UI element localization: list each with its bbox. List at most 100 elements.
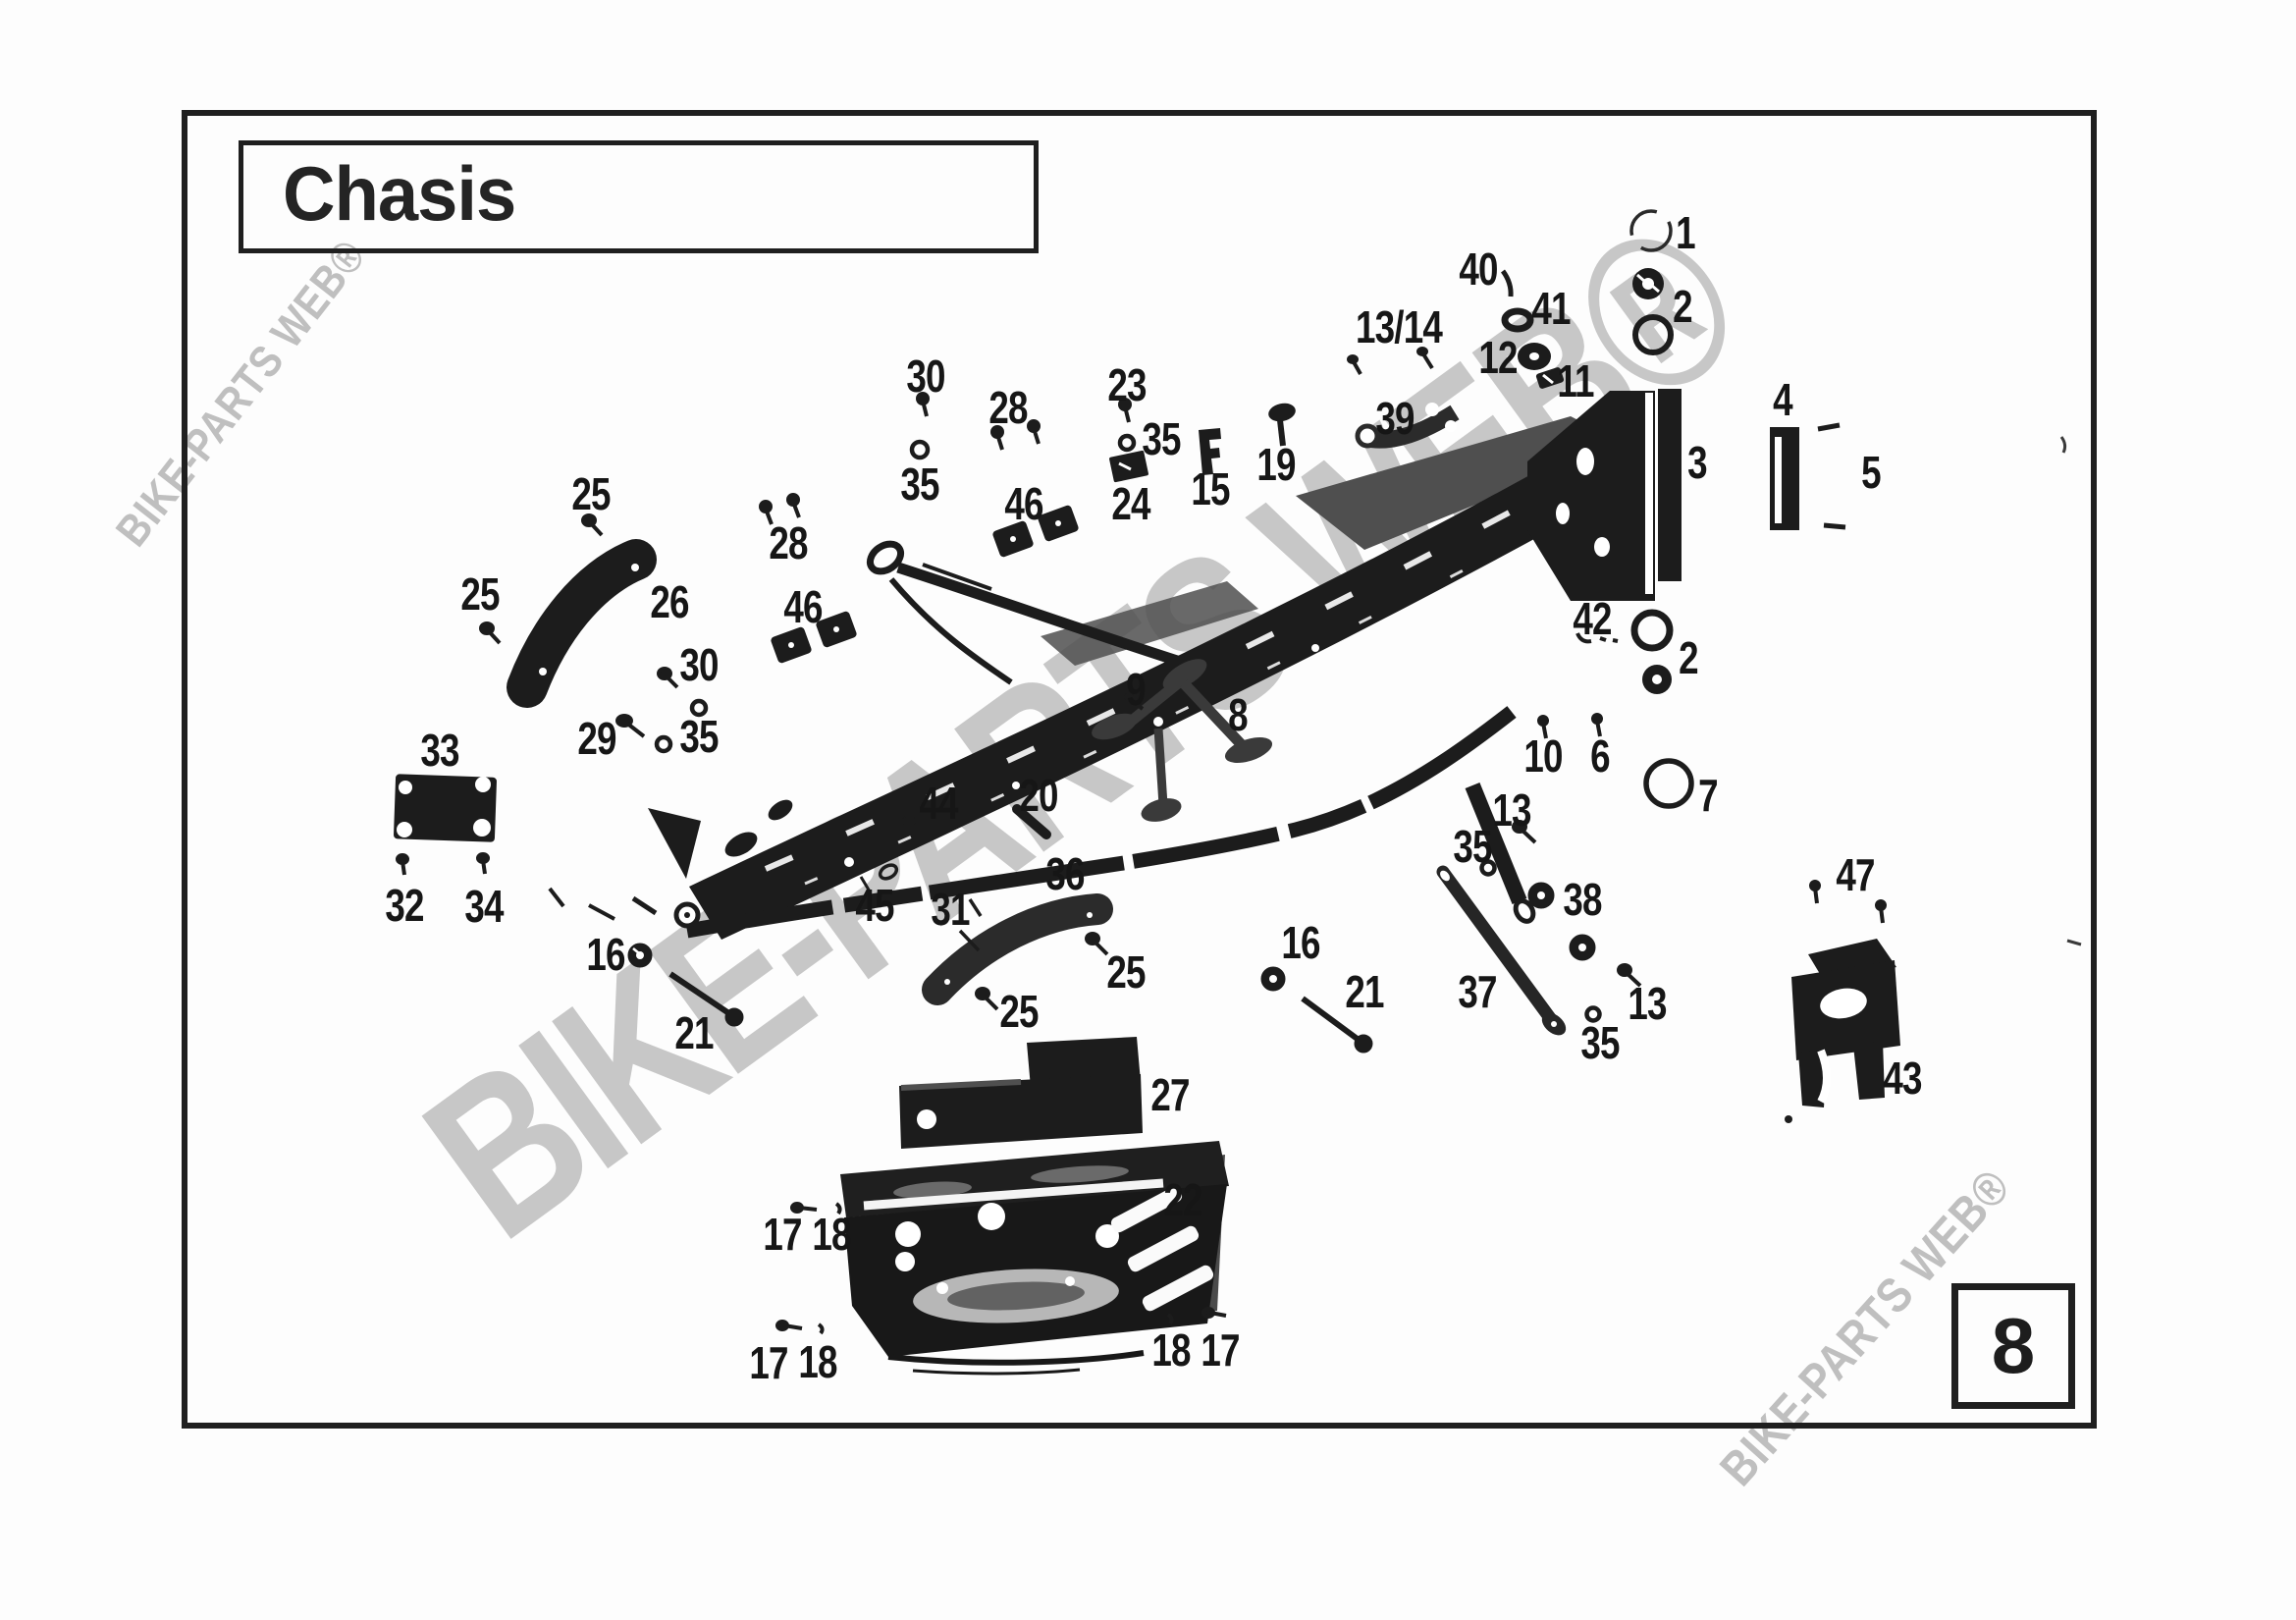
- part-label-44-33: 44: [919, 778, 958, 829]
- part-33-plate: [394, 774, 497, 842]
- oring-35: [1117, 433, 1137, 453]
- part-label-17-61: 17: [749, 1337, 788, 1388]
- frame-headstock: [1527, 391, 1655, 601]
- part-label-36-37: 36: [1045, 848, 1085, 899]
- part-2-bearing-lower: [1642, 665, 1672, 694]
- part-36-strut: [922, 893, 1113, 1005]
- part-20-pin: [1012, 804, 1051, 839]
- seat-rail-eyelet: [866, 540, 905, 575]
- part-19-bolt: [1268, 403, 1296, 447]
- part-3-steering-stem: [1658, 389, 1682, 581]
- part-46-pads: [771, 505, 1079, 664]
- part-2-bearing-race: [1632, 314, 1674, 355]
- part-label-13-54: 13: [1628, 978, 1667, 1029]
- part-40-pin: [1500, 269, 1514, 297]
- part-label-25-20: 25: [571, 468, 611, 519]
- part-label-30-11: 30: [906, 351, 945, 402]
- seat-rail-brace: [888, 577, 1013, 685]
- part-12-nut: [1518, 343, 1551, 370]
- part-43-clamp: [1785, 939, 1900, 1123]
- part-label-46-19: 46: [1004, 478, 1043, 529]
- page-title: Chasis: [283, 149, 516, 237]
- oring-35: [909, 439, 931, 460]
- part-8-bracket: [1092, 659, 1273, 822]
- part-label-1-0: 1: [1676, 207, 1695, 258]
- frame-downtube-stub: [1465, 782, 1527, 905]
- part-16-nut: [1260, 966, 1286, 992]
- part-label-37-53: 37: [1458, 966, 1497, 1017]
- part-label-25-38: 25: [1106, 946, 1146, 998]
- title-box: Chasis: [239, 140, 1039, 253]
- part-label-26-21: 26: [650, 576, 689, 627]
- part-21-bolt: [1301, 996, 1373, 1053]
- part-label-7-49: 7: [1698, 770, 1718, 821]
- part-label-16-40: 16: [586, 929, 625, 980]
- part-label-35-27: 35: [679, 711, 719, 762]
- part-label-39-7: 39: [1375, 393, 1415, 444]
- part-label-5-10: 5: [1861, 447, 1881, 498]
- part-label-30-25: 30: [679, 639, 719, 690]
- frame-pivot-gusset: [648, 808, 701, 879]
- part-label-13-14-6: 13/14: [1355, 301, 1443, 352]
- part-label-32-29: 32: [385, 880, 424, 931]
- part-label-23-14: 23: [1107, 359, 1147, 410]
- part-label-31-36: 31: [931, 884, 970, 935]
- part-37-stay: [1436, 865, 1567, 1036]
- part-16-nut: [627, 943, 653, 968]
- part-label-12-4: 12: [1478, 332, 1518, 383]
- part-label-34-30: 34: [464, 881, 504, 932]
- oring-35: [1479, 859, 1497, 877]
- part-label-20-34: 20: [1019, 770, 1058, 821]
- part-label-33-28: 33: [420, 725, 459, 776]
- fender-slats: [1110, 1186, 1214, 1312]
- part-label-3-8: 3: [1687, 437, 1707, 488]
- part-label-21-41: 21: [674, 1007, 714, 1058]
- part-label-47-56: 47: [1836, 849, 1875, 900]
- part-label-24-16: 24: [1111, 478, 1150, 529]
- part-label-42-45: 42: [1573, 593, 1612, 644]
- fender-chrome-stay: [863, 1178, 1164, 1211]
- part-label-27-44: 27: [1150, 1069, 1190, 1120]
- beam-highlight: [804, 523, 1552, 886]
- part-label-43-57: 43: [1883, 1053, 1922, 1104]
- edge-marks: [2059, 436, 2082, 946]
- part-label-2-1: 2: [1673, 281, 1692, 332]
- part-label-13-50: 13: [1492, 784, 1531, 836]
- part-2-bearing-upper: [1632, 268, 1664, 299]
- part-26-strut: [507, 539, 657, 708]
- part-1-dust-cover: [1629, 209, 1673, 252]
- part-label-16-42: 16: [1281, 917, 1320, 968]
- part-label-8-32: 8: [1228, 689, 1248, 740]
- tube-open-end: [1513, 898, 1536, 924]
- part-label-2-46: 2: [1679, 632, 1698, 683]
- small-screws: [396, 392, 1887, 1011]
- page-border: [182, 110, 2097, 1429]
- part-label-40-2: 40: [1459, 243, 1498, 295]
- part-label-41-3: 41: [1531, 283, 1571, 334]
- fender-bottom-tail: [887, 1350, 1145, 1366]
- part-label-28-13: 28: [988, 382, 1028, 433]
- part-label-21-43: 21: [1345, 966, 1384, 1017]
- part-label-46-24: 46: [783, 581, 823, 632]
- part-label-15-17: 15: [1191, 463, 1230, 514]
- part-label-18-63: 18: [1151, 1324, 1191, 1376]
- oring-35: [654, 734, 673, 754]
- part-31-pins: [958, 898, 983, 952]
- part-label-19-18: 19: [1256, 439, 1296, 490]
- part-label-17-64: 17: [1201, 1324, 1240, 1376]
- frame-backbone-beam: [689, 444, 1618, 940]
- part-38-nuts: [1527, 882, 1596, 961]
- headset-stack: [1575, 209, 1694, 809]
- part-42-mark: [1575, 632, 1619, 644]
- part-39-bracket: [1355, 403, 1460, 449]
- part-42-race: [1630, 609, 1674, 652]
- part-label-25-39: 25: [999, 986, 1039, 1037]
- fender-screws-17-18: [775, 1202, 1227, 1335]
- part-label-35-12: 35: [900, 459, 939, 510]
- part-22-fender: [840, 1141, 1229, 1376]
- part-24-pad: [1109, 450, 1148, 483]
- part-45-loop: [859, 863, 899, 892]
